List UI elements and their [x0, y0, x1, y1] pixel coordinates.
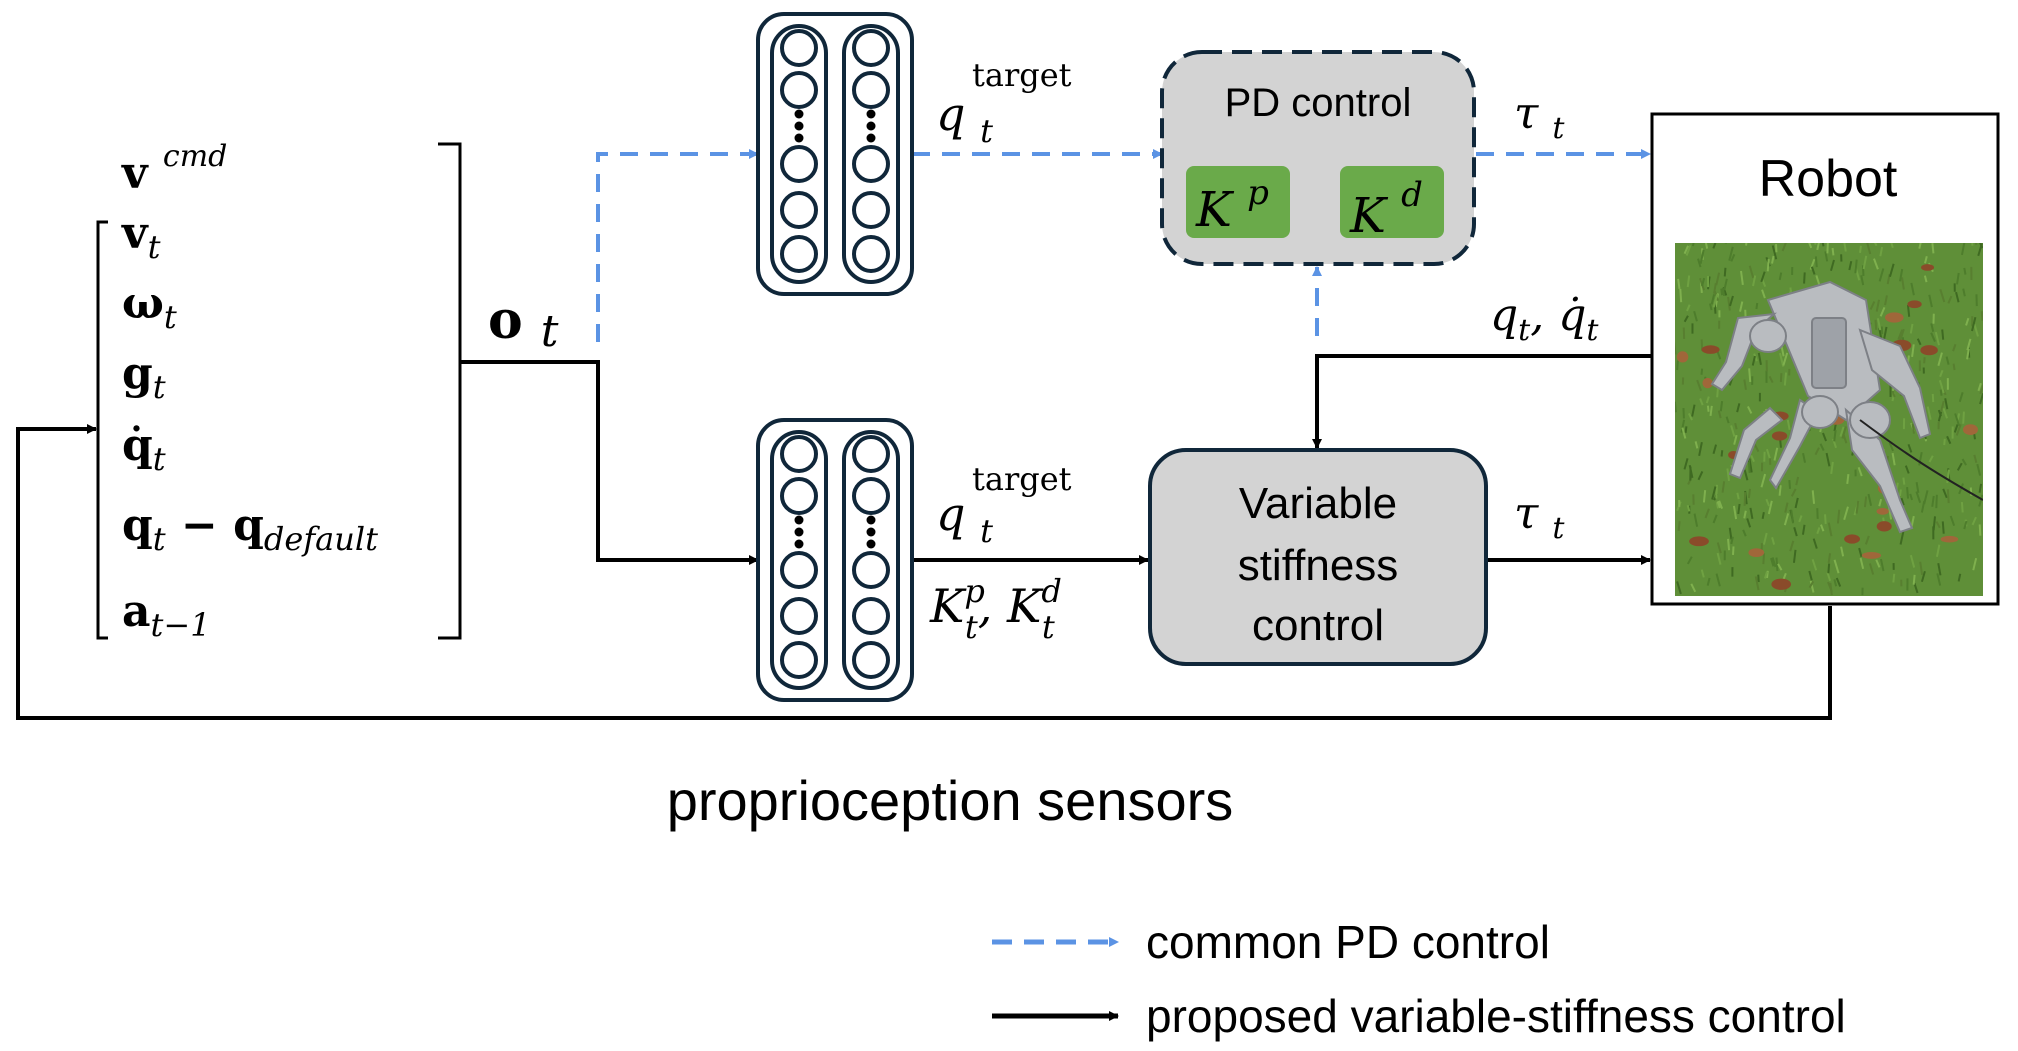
observation-item: q̇t	[122, 420, 166, 478]
observation-symbol: o	[488, 290, 523, 351]
kd-sup: d	[1401, 175, 1423, 215]
neuron-node	[780, 145, 818, 183]
vsc-line-1: Variable	[1239, 479, 1397, 528]
neuron-node	[780, 551, 818, 589]
svg-text:τ t: τ t	[1514, 88, 1565, 146]
vsc-line-3: control	[1252, 601, 1384, 650]
policy-network-top	[756, 12, 914, 296]
observation-item: qt − qdefault	[122, 500, 378, 558]
kp-gain-block	[1186, 166, 1290, 238]
pd-control-box: PD control K p K d	[1160, 50, 1476, 266]
left-bracket	[96, 220, 108, 640]
state-feedback-arrow	[1312, 354, 1652, 449]
variable-stiffness-control-box: Variable stiffness control	[1148, 448, 1488, 666]
bottom-target-sub: t	[980, 512, 993, 550]
vsc-tau-sub: t	[1552, 511, 1565, 546]
neuron-node	[780, 435, 818, 473]
neuron-node	[852, 235, 890, 273]
svg-text:q t: q t	[936, 487, 993, 550]
svg-text:τ t: τ t	[1514, 488, 1565, 546]
policy-network-bottom	[756, 418, 914, 702]
legend-common-pd: common PD control	[1146, 916, 1550, 968]
feedback-label: proprioception sensors	[667, 769, 1234, 832]
top-target-q: q	[936, 87, 965, 141]
quadruped-robot-photo	[1675, 243, 1983, 596]
kd-symbol: K	[1349, 188, 1389, 244]
observation-sub: t	[541, 306, 559, 357]
svg-text:K d: K d	[1349, 175, 1423, 244]
neuron-node	[852, 145, 890, 183]
neuron-node	[780, 29, 818, 67]
neuron-node	[780, 597, 818, 635]
top-target-sub: t	[980, 112, 993, 150]
svg-text:o t: o t	[488, 290, 559, 357]
robot-state-label: qt, q̇t	[1490, 290, 1599, 348]
cmd-velocity-sup: cmd	[163, 139, 227, 174]
kp-sup: p	[1247, 173, 1269, 213]
legend-proposed-vsc: proposed variable-stiffness control	[1146, 990, 1846, 1042]
svg-text:q t: q t	[936, 87, 993, 150]
observation-item: ωt	[122, 278, 177, 336]
neuron-node	[780, 235, 818, 273]
robot-box: Robot	[1650, 112, 2000, 606]
svg-text:v cmd: v cmd	[121, 139, 227, 199]
neuron-node	[852, 597, 890, 635]
cmd-velocity-symbol: v	[121, 148, 149, 199]
neuron-node	[852, 71, 890, 109]
neuron-node	[780, 71, 818, 109]
observation-vector: v cmd vt ωt gt q̇t qt − qdefault at−1	[96, 139, 462, 644]
neuron-node	[852, 551, 890, 589]
pd-tau-sub: t	[1552, 111, 1565, 146]
neuron-node	[852, 191, 890, 229]
pd-tau-symbol: τ	[1514, 88, 1539, 139]
vsc-tau-symbol: τ	[1514, 488, 1539, 539]
neuron-node	[780, 477, 818, 515]
obs-dashed-branch	[596, 149, 759, 342]
bottom-target-q: q	[936, 487, 965, 541]
kd-gain-block	[1340, 166, 1444, 238]
neuron-node	[852, 477, 890, 515]
obs-line	[460, 360, 759, 565]
svg-text:K p: K p	[1195, 173, 1269, 238]
observation-item: at−1	[122, 586, 211, 644]
kp-symbol: K	[1195, 182, 1235, 238]
neuron-node	[852, 641, 890, 679]
robot-title: Robot	[1759, 150, 1898, 208]
neuron-node	[852, 435, 890, 473]
pd-control-title: PD control	[1225, 81, 1412, 125]
vsc-line-2: stiffness	[1238, 541, 1399, 590]
right-bracket	[438, 142, 462, 640]
neuron-node	[780, 641, 818, 679]
bottom-target-sup: target	[972, 460, 1072, 498]
legend: common PD control proposed variable-stif…	[992, 916, 1846, 1042]
observation-item: vt	[121, 208, 161, 266]
neuron-node	[852, 29, 890, 67]
top-target-sup: target	[972, 56, 1072, 94]
observation-item: gt	[122, 348, 166, 406]
proprioception-loop	[16, 424, 1832, 720]
neuron-node	[780, 191, 818, 229]
